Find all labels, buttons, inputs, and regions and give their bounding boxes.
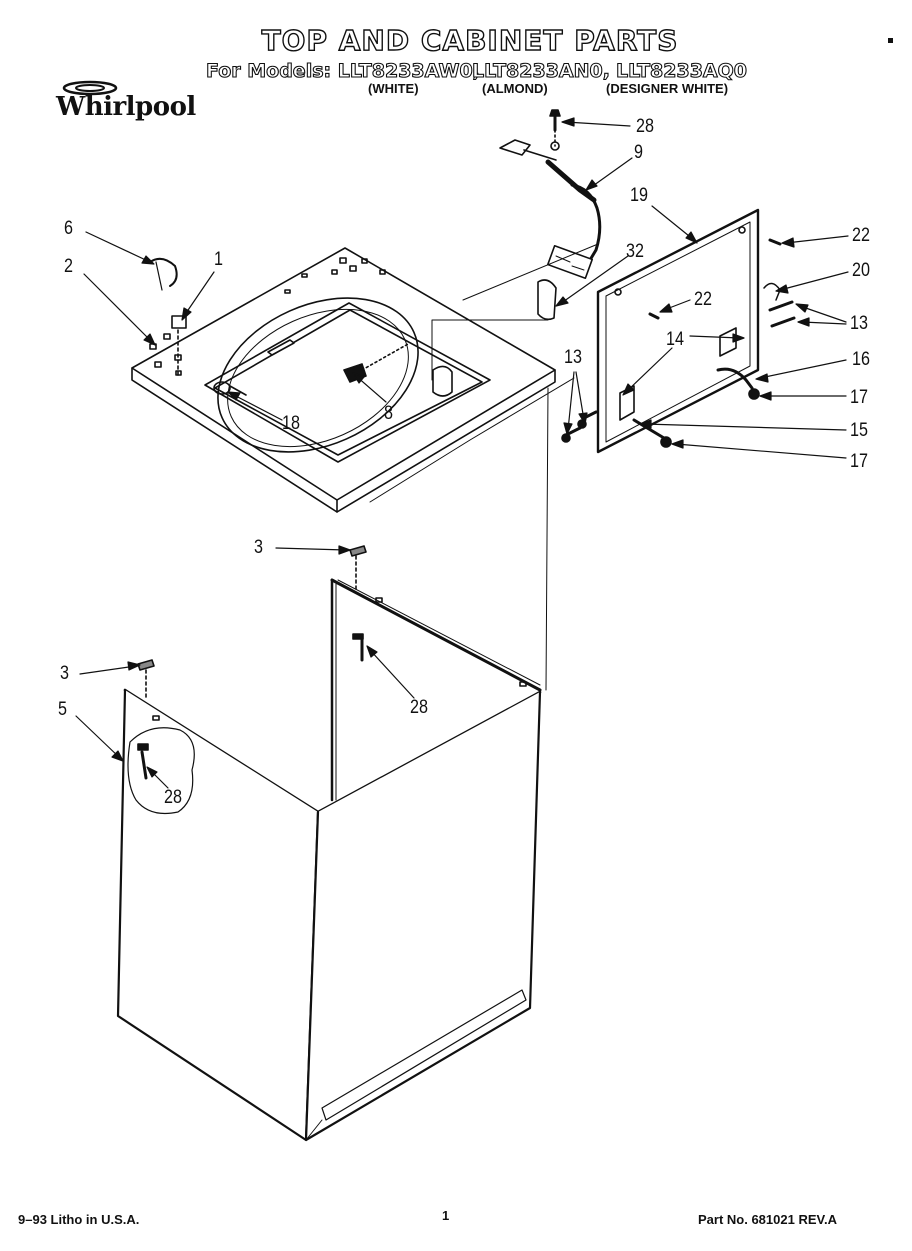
callout-16: 16 xyxy=(852,349,870,370)
callout-9-wire-harness: 9 xyxy=(634,142,643,163)
part-number: Part No. 681021 REV.A xyxy=(698,1212,837,1227)
panel-hole xyxy=(379,269,386,275)
panel-hole xyxy=(163,333,171,340)
model-color-white: (WHITE) xyxy=(368,81,419,96)
assembly-guide-lines xyxy=(337,243,599,691)
hinge-parts xyxy=(149,257,187,377)
callout-2: 2 xyxy=(64,256,73,277)
diagram-title: TOP AND CABINET PARTS xyxy=(261,23,679,57)
callout-32: 32 xyxy=(626,241,644,262)
callout-17-lower: 17 xyxy=(850,451,868,472)
callout-28-front: 28 xyxy=(164,787,182,808)
callout-13-right: 13 xyxy=(850,313,868,334)
callout-20: 20 xyxy=(852,260,870,281)
callout-18: 18 xyxy=(282,413,300,434)
litho-note: 9–93 Litho in U.S.A. xyxy=(18,1212,140,1227)
door-switch-harness xyxy=(499,139,602,280)
panel-hole xyxy=(301,273,308,278)
callout-15: 15 xyxy=(850,420,868,441)
panel-hole xyxy=(284,289,291,294)
lid-bumper-icon xyxy=(213,381,247,396)
callout-1: 1 xyxy=(214,249,223,270)
model-color-almond: (ALMOND) xyxy=(482,81,548,96)
callout-17-upper: 17 xyxy=(850,387,868,408)
corner-mark xyxy=(888,38,893,43)
callout-22-middle: 22 xyxy=(694,289,712,310)
callout-3-upper: 3 xyxy=(254,537,263,558)
model-color-designer-white: (DESIGNER WHITE) xyxy=(606,81,729,96)
callout-14: 14 xyxy=(666,329,684,350)
screw-icon xyxy=(549,109,561,151)
logo-wordmark: Whirlpool xyxy=(56,92,196,122)
callout-5-cabinet: 5 xyxy=(58,699,67,720)
callout-8: 8 xyxy=(384,403,393,424)
model-number-almond: LLT8233AN0, xyxy=(471,59,610,82)
callout-28-screw-top: 28 xyxy=(636,116,654,137)
panel-hole xyxy=(361,258,368,264)
page-number: 1 xyxy=(442,1208,450,1223)
swoosh-icon xyxy=(62,80,118,96)
panel-hole xyxy=(339,257,347,264)
callout-6: 6 xyxy=(64,218,73,239)
models-label: For Models: LLT8233AW0, xyxy=(205,59,480,82)
model-number-designer-white: LLT8233AQ0 xyxy=(615,59,747,82)
panel-hole xyxy=(349,265,357,272)
door-hinge-bracket xyxy=(537,279,557,321)
cabinet xyxy=(116,545,542,1142)
callout-3-lower: 3 xyxy=(60,663,69,684)
callout-13-left: 13 xyxy=(564,347,582,368)
callout-leaders xyxy=(75,117,849,789)
whirlpool-logo: Whirlpool xyxy=(56,80,198,126)
callout-19-control-panel: 19 xyxy=(630,185,648,206)
top-panel xyxy=(131,247,556,513)
panel-hole xyxy=(331,269,338,275)
panel-hole xyxy=(154,361,162,368)
callout-22-upper: 22 xyxy=(852,225,870,246)
callout-28-back: 28 xyxy=(410,697,428,718)
control-panel-frame xyxy=(596,208,782,454)
